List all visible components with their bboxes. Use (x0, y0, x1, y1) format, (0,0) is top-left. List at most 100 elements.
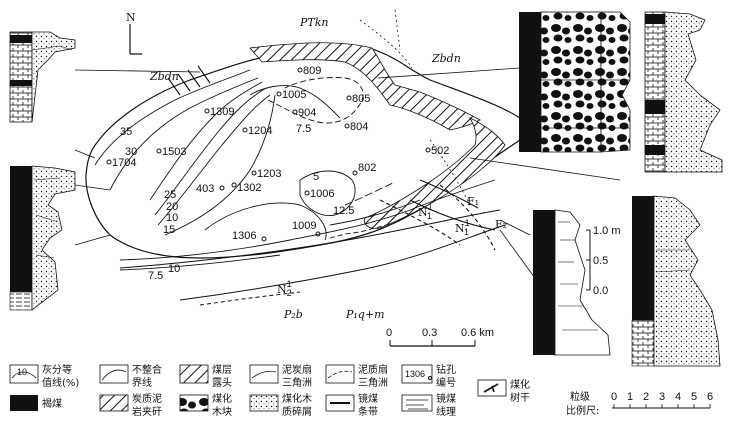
svg-text:809: 809 (303, 65, 321, 77)
svg-text:10: 10 (17, 367, 27, 377)
svg-text:3: 3 (659, 391, 665, 403)
svg-text:6: 6 (707, 391, 713, 403)
svg-text:N11: N11 (418, 202, 433, 221)
borehole: 904 (292, 107, 316, 119)
svg-text:三角洲: 三角洲 (358, 377, 388, 389)
svg-text:805: 805 (352, 93, 370, 105)
svg-text:煤层: 煤层 (212, 363, 232, 376)
svg-text:35: 35 (120, 126, 132, 138)
svg-text:804: 804 (350, 121, 368, 133)
svg-text:403: 403 (196, 183, 214, 195)
svg-text:15: 15 (163, 224, 175, 236)
svg-text:802: 802 (358, 162, 376, 174)
svg-text:0: 0 (611, 391, 617, 403)
svg-text:N11: N11 (455, 218, 470, 237)
borehole: 809 (297, 65, 321, 77)
svg-text:1006: 1006 (310, 188, 334, 200)
borehole: 804 (344, 121, 368, 133)
svg-text:质碎屑: 质碎屑 (282, 405, 312, 418)
scale-bar: 0 0.3 0.6 km (386, 327, 494, 347)
svg-text:泥质扇: 泥质扇 (358, 363, 388, 376)
svg-text:泥炭扇: 泥炭扇 (282, 363, 312, 376)
borehole: 1309 (204, 106, 234, 118)
svg-text:煤化: 煤化 (212, 392, 232, 405)
legend-item-unconformity: 不整合 界线 (99, 363, 162, 389)
svg-text:N: N (126, 11, 136, 24)
borehole: 502 (425, 145, 449, 157)
svg-text:4: 4 (675, 391, 681, 403)
svg-text:1309: 1309 (210, 106, 234, 118)
svg-text:25: 25 (164, 189, 176, 201)
column-bottom-right-a: 1.0 m 0.5 0.0 (533, 209, 621, 356)
svg-text:30: 30 (125, 146, 137, 158)
svg-text:1704: 1704 (112, 157, 136, 169)
coal-outcrop-north (249, 42, 481, 131)
column-mid-left (9, 165, 76, 311)
svg-text:20: 20 (166, 201, 178, 213)
svg-text:不整合: 不整合 (132, 363, 162, 376)
column-top-right-b (644, 11, 723, 173)
svg-text:5: 5 (313, 171, 319, 183)
borehole: 1302 (231, 182, 261, 194)
borehole: 805 (346, 93, 370, 105)
svg-text:三角洲: 三角洲 (282, 377, 312, 389)
svg-text:1: 1 (627, 391, 633, 403)
svg-text:值线(%): 值线(%) (42, 376, 79, 389)
svg-text:1203: 1203 (257, 168, 281, 180)
svg-text:Zbdn: Zbdn (431, 52, 461, 65)
svg-text:Zbdn: Zbdn (149, 70, 179, 83)
svg-text:1.0 m: 1.0 m (593, 225, 621, 237)
svg-text:P₂b: P₂b (283, 308, 303, 321)
isoline-labels: 35 30 25 20 10 15 10 7.5 7.5 5 12.5 (120, 123, 354, 282)
svg-text:镜煤: 镜煤 (358, 392, 378, 405)
svg-text:粒级: 粒级 (570, 390, 590, 403)
borehole: 1306 (232, 230, 267, 242)
svg-text:P₁q+m: P₁q+m (345, 308, 385, 321)
legend-item-borehole: 1306 钻孔 编号 (401, 363, 456, 389)
borehole: 1006 (304, 188, 334, 200)
svg-text:5: 5 (691, 391, 697, 403)
map-area: 1704 1503 1309 1204 1005 904 809 805 804… (74, 9, 621, 347)
svg-text:1005: 1005 (282, 89, 306, 101)
svg-text:灰分等: 灰分等 (42, 363, 72, 376)
svg-text:PTkn: PTkn (299, 16, 329, 29)
column-bottom-right-b (631, 195, 721, 367)
svg-text:线理: 线理 (436, 405, 456, 418)
svg-text:N12: N12 (277, 279, 292, 298)
legend-item-outcrop: 煤层 露头 (179, 363, 232, 389)
svg-text:褐煤: 褐煤 (42, 397, 62, 410)
column-top-right-a (519, 11, 631, 153)
svg-text:F₂: F₂ (495, 218, 507, 231)
svg-text:0.3: 0.3 (422, 327, 437, 339)
legend: 10 灰分等 值线(%) 不整合 界线 煤层 露头 泥炭扇 三角洲 泥质扇 三角… (9, 363, 713, 418)
svg-text:1306: 1306 (232, 230, 256, 242)
fault-f1 (419, 179, 479, 209)
svg-text:露头: 露头 (212, 377, 232, 389)
svg-text:木块: 木块 (212, 406, 232, 418)
svg-text:0.5: 0.5 (593, 255, 608, 267)
legend-item-wood-block: 煤化 木块 (179, 392, 232, 418)
borehole: 403 (196, 183, 225, 195)
borehole: 1503 (156, 146, 186, 158)
svg-text:岩夹矸: 岩夹矸 (132, 405, 162, 418)
legend-item-carbonaceous: 炭质泥 岩夹矸 (99, 392, 162, 418)
legend-item-trunk: 煤化 树干 (477, 378, 530, 404)
svg-text:12.5: 12.5 (333, 205, 354, 217)
svg-text:1009: 1009 (292, 220, 316, 232)
borehole: 802 (352, 162, 376, 176)
svg-text:树干: 树干 (510, 391, 530, 404)
legend-item-mud-fan: 泥质扇 三角洲 (325, 363, 388, 389)
svg-text:7.5: 7.5 (296, 123, 311, 135)
borehole: 1005 (276, 89, 306, 101)
svg-text:904: 904 (298, 107, 316, 119)
legend-item-lignite: 褐煤 (10, 395, 62, 411)
borehole: 1203 (251, 168, 281, 180)
borehole: 1704 (106, 157, 136, 169)
svg-text:钻孔: 钻孔 (436, 363, 456, 376)
svg-text:条带: 条带 (358, 405, 378, 418)
legend-item-vitrain-band: 镜煤 条带 (325, 392, 378, 418)
column-top-left (9, 31, 76, 123)
svg-text:0: 0 (386, 327, 392, 339)
